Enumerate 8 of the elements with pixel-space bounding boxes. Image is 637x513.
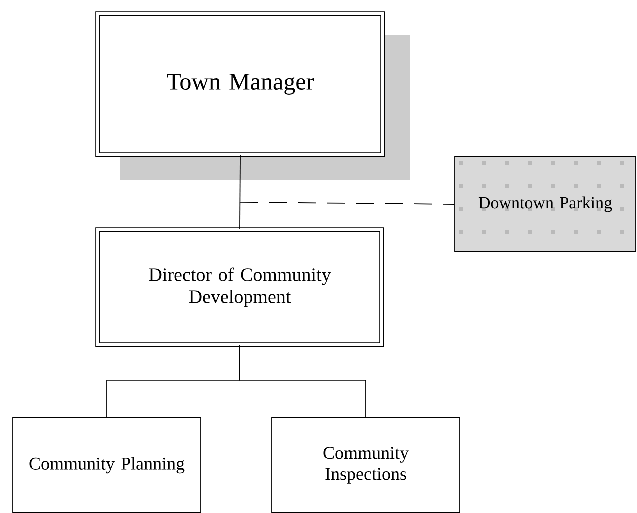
unit-box: Community Planning (12, 418, 202, 513)
connector-line (240, 202, 455, 205)
unit-box: Downtown Parking (454, 156, 636, 252)
connector-line (240, 345, 366, 418)
unit-box: Director of Community Development (96, 228, 384, 348)
unit-box: Town Manager (96, 12, 410, 180)
connector-line (240, 155, 241, 230)
unit-box: Community Inspections (272, 418, 460, 513)
